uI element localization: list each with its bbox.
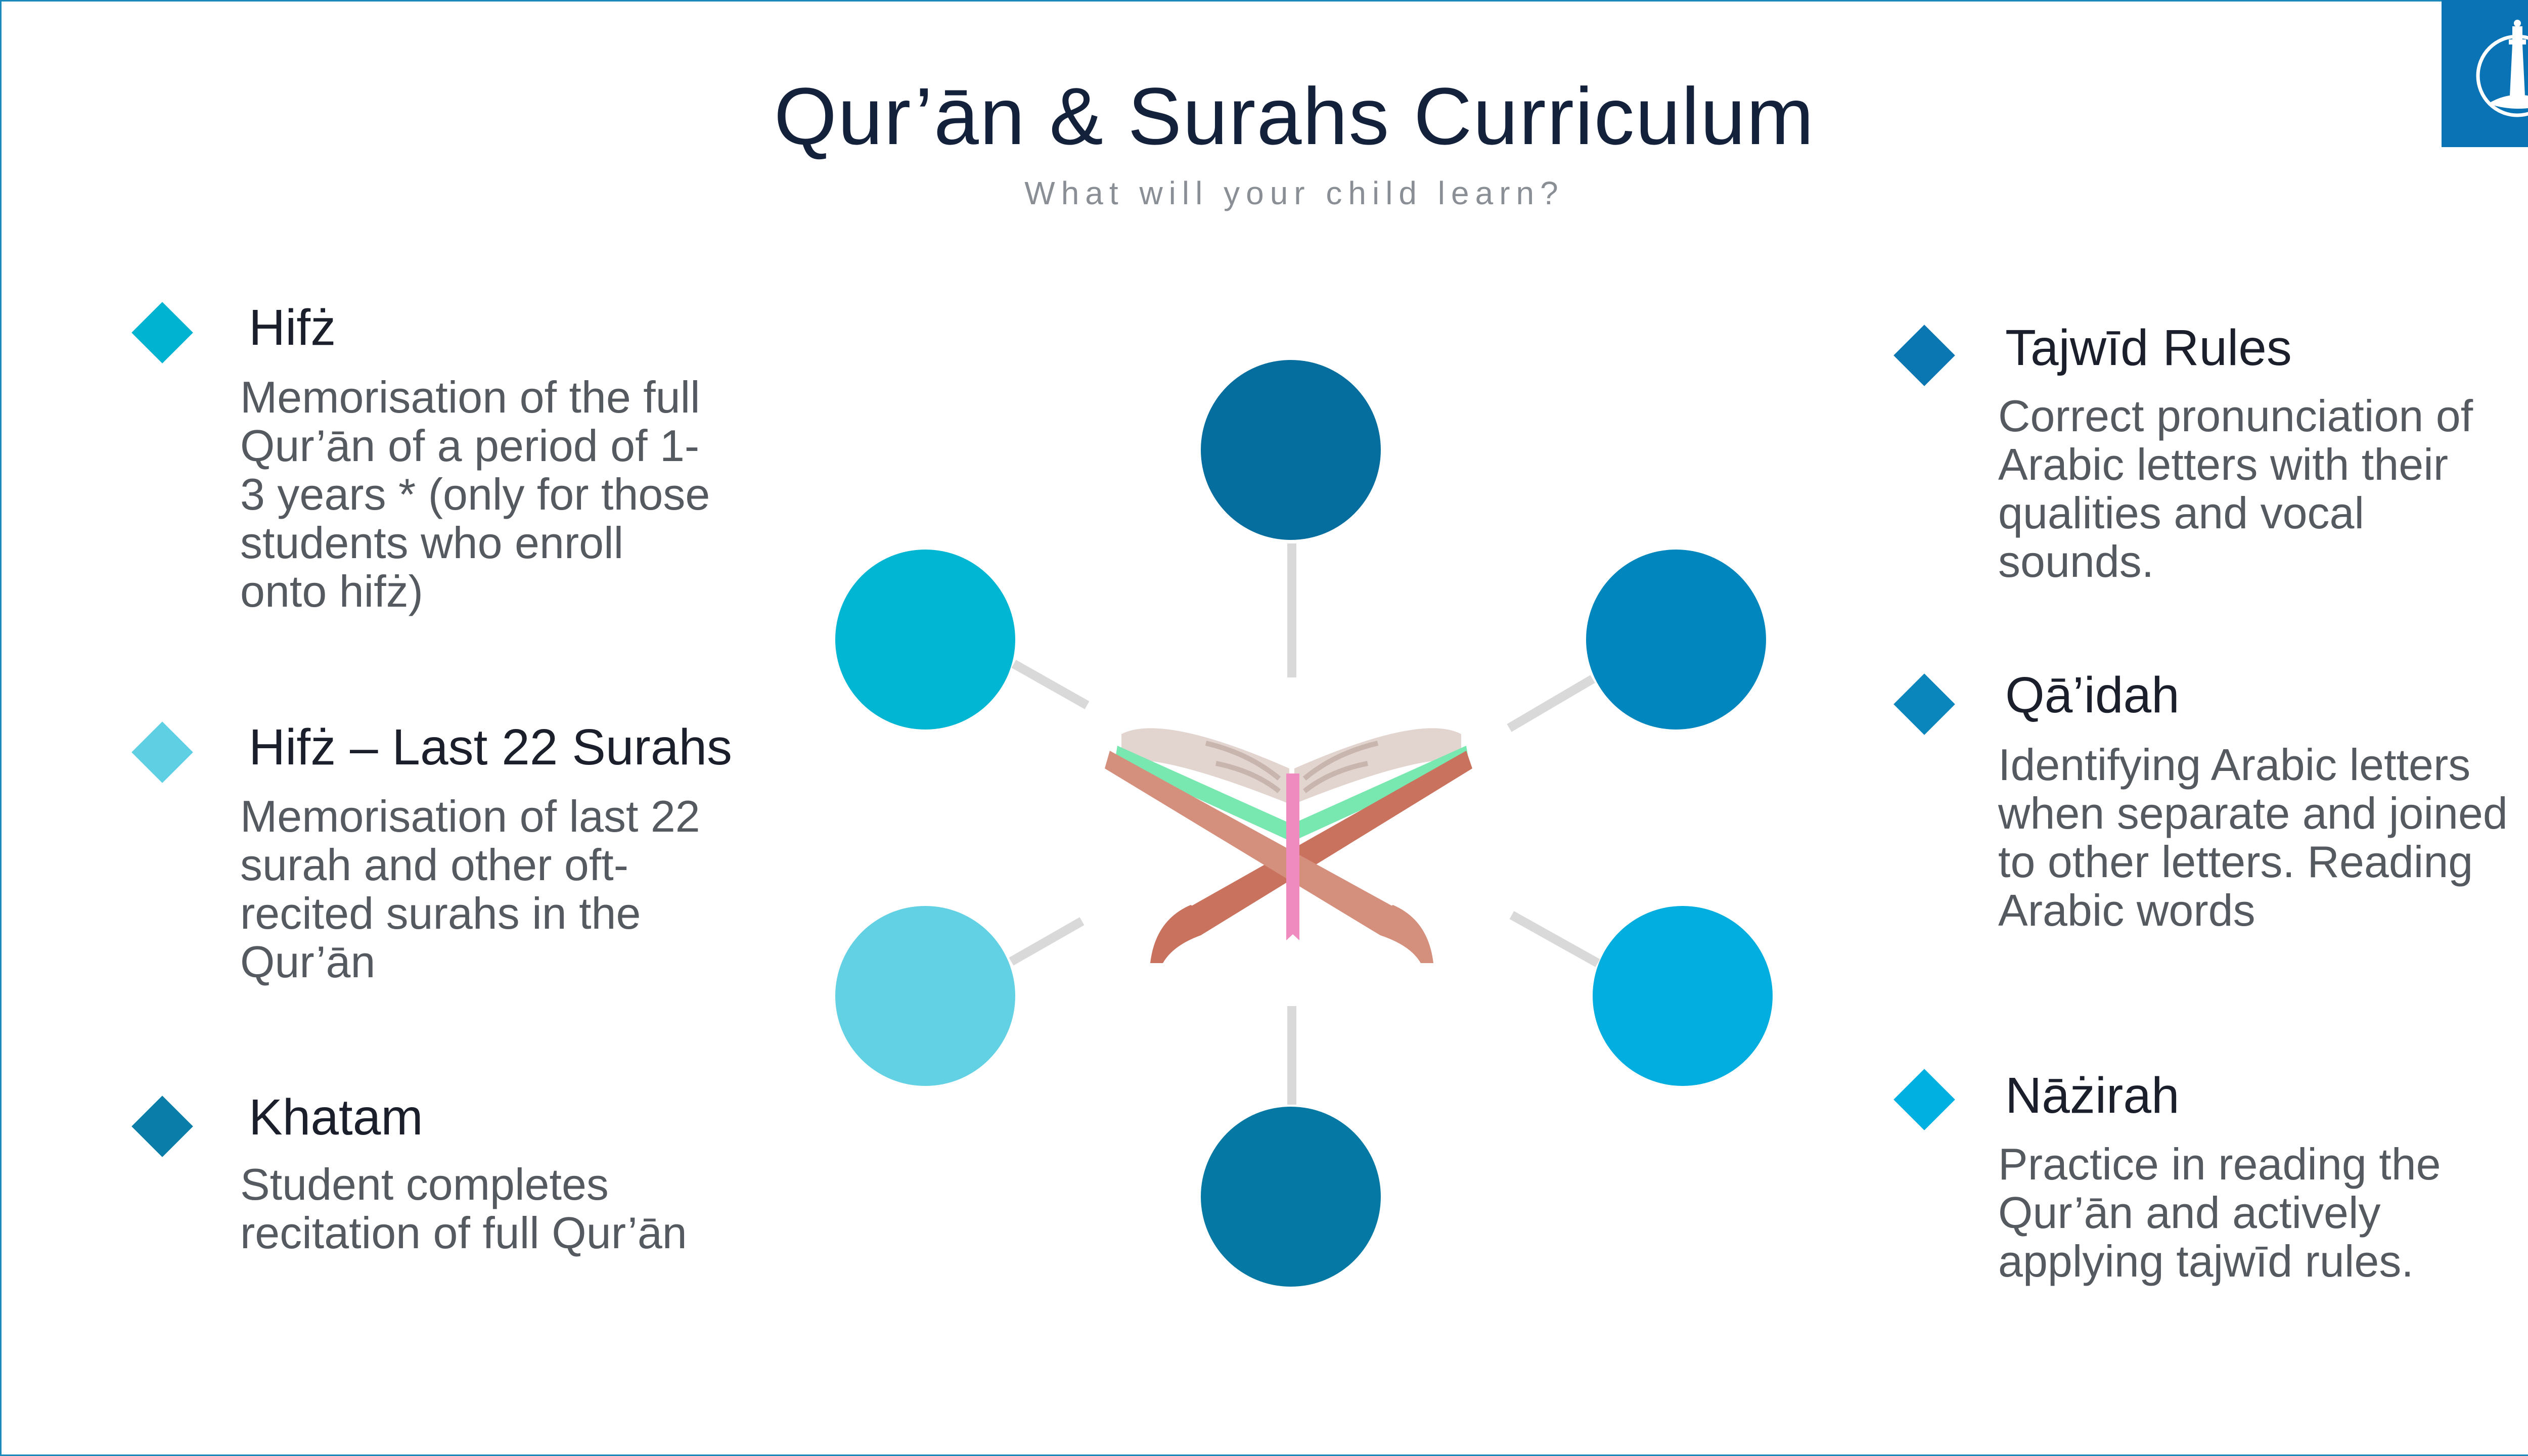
item-description: Student completes recitation of full Qur… [240, 1159, 687, 1258]
circle-lower-right [1593, 906, 1773, 1086]
item-title: Nāżirah [2005, 1067, 2180, 1124]
item-description: Memorisation of last 22 surah and other … [240, 791, 700, 987]
item-title: Hifż – Last 22 Surahs [249, 719, 733, 776]
connector-upper-left [1011, 660, 1090, 709]
connector-lower-left [1009, 917, 1085, 966]
logo [2442, 0, 2528, 147]
item-title: Qā’idah [2005, 667, 2180, 723]
connector-lower-right [1509, 911, 1600, 967]
item-description: Memorisation of the full Qur’ān of a per… [240, 372, 710, 616]
item-title: Khatam [249, 1089, 423, 1146]
item-description: Correct pronunciation of Arabic letters … [1998, 391, 2473, 586]
circle-top [1201, 360, 1381, 540]
page-subtitle: What will your child learn? [1024, 175, 1564, 211]
circle-bottom [1201, 1107, 1381, 1287]
item-title: Tajwīd Rules [2005, 320, 2292, 376]
item-description: Identifying Arabic letters when separate… [1998, 740, 2508, 935]
open-quran-on-stand-icon [1105, 728, 1472, 963]
circle-lower-left [835, 906, 1015, 1086]
item-description: Practice in reading the Qur’ān and activ… [1998, 1139, 2441, 1286]
circle-upper-left [835, 550, 1015, 730]
connector-upper-right [1507, 675, 1595, 732]
page-title: Qur’ān & Surahs Curriculum [774, 71, 1815, 161]
circle-upper-right [1586, 550, 1766, 730]
minaret-logo-icon [2476, 20, 2528, 117]
connectors [1009, 543, 1600, 1105]
item-title: Hifż [249, 299, 336, 356]
